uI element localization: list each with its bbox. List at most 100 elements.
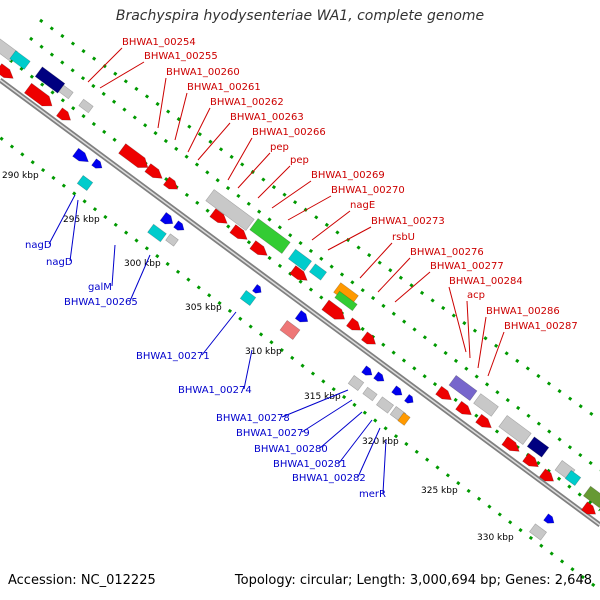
- gene-arrow: [360, 331, 377, 345]
- scale-tick-label: 300 kbp: [124, 259, 161, 269]
- gene-arrow: [55, 107, 72, 121]
- gene-arrow: [209, 208, 228, 224]
- gene-block: [526, 436, 550, 458]
- forward-gene-label: rsbU: [392, 232, 415, 243]
- reverse-gene-label: nagD: [25, 240, 52, 251]
- gene-block: [347, 374, 365, 392]
- gene-block: [279, 319, 301, 341]
- forward-label-leader: [99, 61, 145, 89]
- gene-arrow: [294, 309, 309, 323]
- forward-gene-label: BHWA1_00287: [504, 321, 578, 332]
- gene-block: [165, 233, 179, 247]
- gene-block: [78, 98, 94, 114]
- gene-arrow: [173, 220, 185, 231]
- scale-tick-label: 305 kbp: [185, 303, 222, 313]
- scale-tick-label: 330 kbp: [477, 533, 514, 543]
- forward-label-leader: [174, 92, 188, 141]
- gene-block: [473, 393, 499, 417]
- gene-block: [498, 415, 532, 445]
- gene-arrow: [391, 385, 403, 396]
- gene-block: [334, 290, 358, 312]
- forward-label-leader: [257, 165, 291, 199]
- gene-arrow: [580, 501, 597, 515]
- reverse-label-leader: [201, 311, 237, 356]
- dotted-track-line: [39, 18, 600, 422]
- reverse-gene-label: BHWA1_00265: [64, 297, 138, 308]
- map-title: Brachyspira hyodysenteriae WA1, complete…: [115, 8, 485, 24]
- forward-label-leader: [187, 107, 211, 153]
- reverse-gene-label: nagD: [46, 257, 73, 268]
- gene-block: [34, 66, 66, 94]
- forward-gene-label: BHWA1_00254: [122, 37, 196, 48]
- gene-block: [375, 396, 395, 414]
- forward-gene-label: acp: [467, 290, 485, 301]
- gene-arrow: [501, 436, 520, 452]
- gene-block: [308, 263, 328, 281]
- gene-arrow: [543, 513, 555, 524]
- reverse-label-leader: [129, 254, 151, 302]
- gene-arrow: [249, 240, 268, 256]
- forward-label-leader: [87, 47, 123, 83]
- forward-gene-label: BHWA1_00284: [449, 276, 523, 287]
- forward-label-leader: [271, 180, 312, 209]
- scale-tick-label: 315 kbp: [304, 392, 341, 402]
- gene-arrow: [159, 211, 174, 225]
- forward-label-leader: [227, 137, 253, 181]
- forward-gene-label: BHWA1_00276: [410, 247, 484, 258]
- gene-arrow: [0, 63, 14, 79]
- gene-arrow: [251, 283, 262, 294]
- gene-arrow: [144, 163, 163, 179]
- forward-gene-label: BHWA1_00260: [166, 67, 240, 78]
- forward-label-leader: [477, 316, 487, 369]
- forward-label-leader: [359, 242, 393, 279]
- forward-gene-label: pep: [290, 155, 309, 166]
- gene-block: [9, 50, 31, 70]
- gene-block: [582, 485, 600, 509]
- reverse-label-leader: [281, 389, 349, 418]
- forward-gene-label: pep: [270, 142, 289, 153]
- gene-arrow: [289, 265, 308, 281]
- gene-arrow: [91, 158, 103, 169]
- reverse-label-leader: [301, 399, 353, 433]
- gene-arrow: [229, 224, 248, 240]
- forward-gene-label: BHWA1_00262: [210, 97, 284, 108]
- forward-label-leader: [311, 210, 351, 241]
- gene-arrow: [403, 393, 414, 404]
- scale-tick-label: 295 kbp: [63, 215, 100, 225]
- gene-block: [397, 412, 411, 426]
- gene-block: [528, 523, 548, 541]
- reverse-gene-label: BHWA1_00281: [273, 459, 347, 470]
- scale-tick-label: 325 kbp: [421, 486, 458, 496]
- gene-arrow: [321, 299, 346, 320]
- gene-block: [564, 469, 582, 487]
- forward-gene-label: BHWA1_00286: [486, 306, 560, 317]
- gene-block: [287, 248, 313, 272]
- forward-label-leader: [448, 286, 467, 353]
- reverse-label-leader: [357, 427, 381, 478]
- forward-gene-label: BHWA1_00269: [311, 170, 385, 181]
- topology-text: Topology: circular; Length: 3,000,694 bp…: [234, 573, 592, 588]
- scale-tick-label: 320 kbp: [362, 437, 399, 447]
- gene-arrow: [162, 176, 179, 190]
- reverse-gene-label: BHWA1_00279: [236, 428, 310, 439]
- gene-block: [249, 218, 291, 254]
- forward-gene-label: BHWA1_00266: [252, 127, 326, 138]
- reverse-gene-label: BHWA1_00282: [292, 473, 366, 484]
- reverse-label-leader: [69, 199, 79, 262]
- reverse-label-leader: [243, 349, 253, 390]
- reverse-label-leader: [338, 419, 373, 464]
- forward-label-leader: [394, 271, 431, 303]
- forward-label-leader: [327, 226, 372, 251]
- gene-block: [58, 84, 74, 100]
- forward-label-leader: [287, 195, 332, 221]
- gene-block: [362, 386, 378, 402]
- dotted-track-line: [0, 135, 600, 592]
- gene-block: [76, 174, 94, 192]
- scale-tick-label: 290 kbp: [2, 171, 39, 181]
- forward-gene-label: BHWA1_00261: [187, 82, 261, 93]
- gene-arrow: [23, 82, 53, 107]
- gene-arrow: [118, 143, 149, 168]
- gene-block: [448, 375, 478, 401]
